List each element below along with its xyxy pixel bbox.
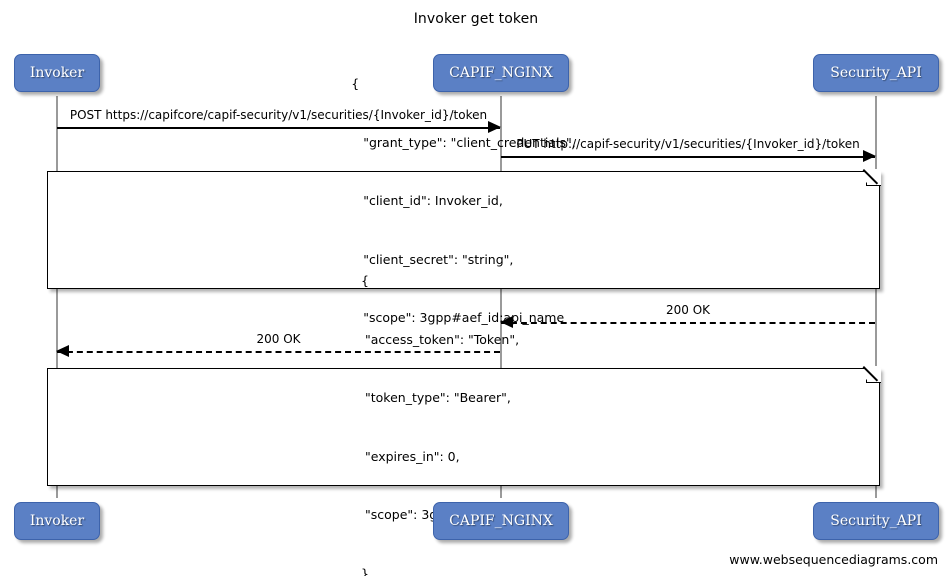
note-fold-corner-icon — [865, 366, 881, 383]
message-line — [501, 156, 875, 158]
actor-label-invoker-bottom: Invoker — [29, 513, 85, 529]
lifeline-invoker — [56, 96, 58, 498]
actor-bottom-capif-nginx[interactable]: CAPIF_NGINX — [433, 502, 569, 540]
actor-label-capif-nginx-top: CAPIF_NGINX — [449, 65, 553, 81]
message-line — [57, 127, 500, 129]
note-request-body-text: { "grant_type": "client_credentials", "c… — [351, 35, 575, 425]
arrowhead-right-icon — [488, 121, 501, 133]
actor-label-capif-nginx-bottom: CAPIF_NGINX — [449, 513, 553, 529]
actor-top-security-api[interactable]: Security_API — [813, 54, 939, 92]
actor-label-security-api-bottom: Security_API — [830, 513, 922, 529]
arrowhead-right-icon — [863, 150, 876, 162]
note-request-body: { "grant_type": "client_credentials", "c… — [47, 76, 881, 384]
arrowhead-left-icon — [56, 345, 69, 357]
message-label: POST https://capifcore/capif-security/v1… — [69, 108, 488, 122]
note-line: } — [361, 565, 369, 576]
note-line: { — [351, 76, 360, 91]
actor-label-security-api-top: Security_API — [830, 65, 922, 81]
message-label: PUT http://capif-security/v1/securities/… — [516, 137, 860, 151]
note-line: "access_token": "Token", — [361, 331, 520, 347]
message-label: 200 OK — [256, 332, 301, 346]
actor-bottom-security-api[interactable]: Security_API — [813, 502, 939, 540]
message-line — [501, 322, 875, 324]
note-fold-corner-icon — [865, 169, 881, 186]
actor-top-capif-nginx[interactable]: CAPIF_NGINX — [433, 54, 569, 92]
note-line: "scope": 3gpp#aef_id:api_name — [351, 310, 565, 325]
lifeline-security-api — [875, 96, 877, 498]
actor-label-invoker-top: Invoker — [29, 65, 85, 81]
note-line: "client_id": Invoker_id, — [351, 193, 503, 208]
note-line: "grant_type": "client_credentials", — [351, 134, 576, 150]
message-line — [57, 351, 500, 353]
diagram-title: Invoker get token — [413, 11, 539, 27]
footer-watermark: www.websequencediagrams.com — [729, 552, 938, 567]
note-line: "token_type": "Bearer", — [361, 390, 511, 405]
actor-top-invoker[interactable]: Invoker — [14, 54, 100, 92]
note-response-body: { "access_token": "Token", "token_type":… — [47, 273, 881, 576]
note-line: "expires_in": 0, — [361, 448, 460, 464]
actor-bottom-invoker[interactable]: Invoker — [14, 502, 100, 540]
lifeline-capif-nginx — [500, 96, 502, 498]
arrowhead-left-icon — [500, 316, 513, 328]
note-line: { — [361, 273, 369, 288]
message-label: 200 OK — [665, 303, 711, 317]
note-line: "client_secret": "string", — [351, 251, 514, 267]
